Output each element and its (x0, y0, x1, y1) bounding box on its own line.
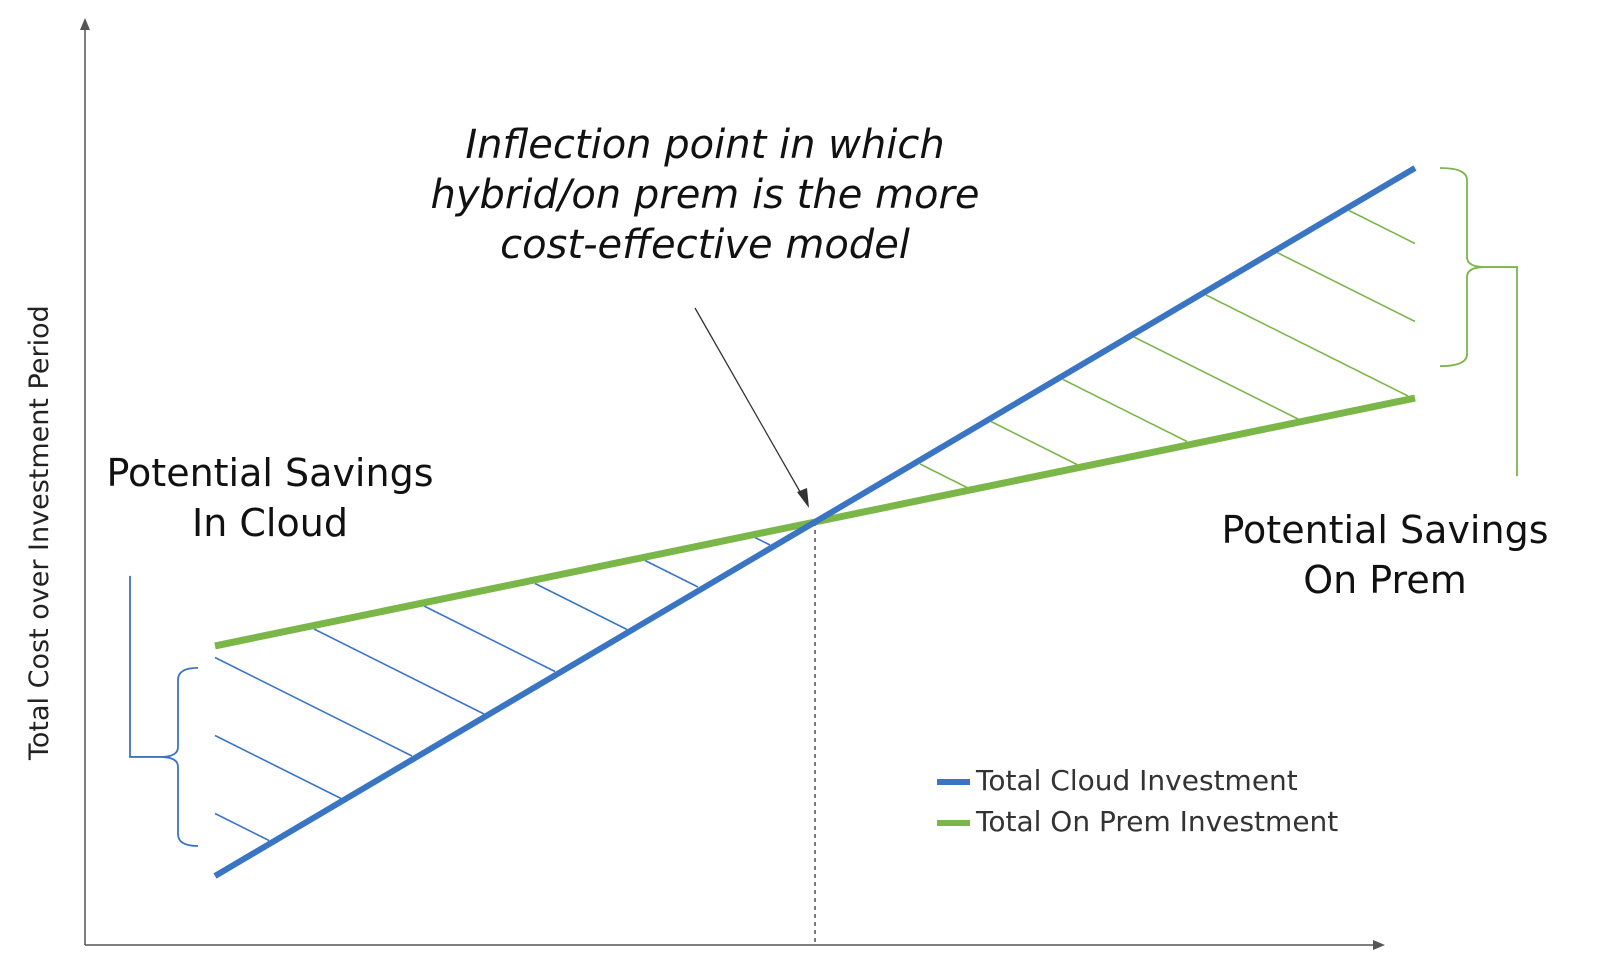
legend-label-0: Total Cloud Investment (976, 764, 1298, 797)
hatch-line-left (214, 734, 342, 800)
hatch-line-left (214, 812, 270, 842)
hatch-line-left (423, 605, 556, 673)
savings-cloud-label: Potential Savings In Cloud (106, 451, 434, 545)
hatch-line-right (1205, 294, 1409, 397)
hatch-line-right (919, 463, 968, 489)
legend-label-1: Total On Prem Investment (976, 805, 1339, 838)
hatch-line-right (1062, 378, 1188, 443)
hatch-line-left (313, 628, 485, 715)
hatch-line-right (1133, 336, 1299, 420)
hatch-line-right (990, 420, 1078, 466)
hatch-line-left (534, 582, 628, 631)
x-axis-arrow (1373, 940, 1385, 950)
hatch-line-left (644, 559, 699, 588)
hatch-line-left (754, 536, 771, 546)
inflection-callout: Inflection point in which hybrid/on prem… (430, 122, 980, 268)
hatch-line-right (1348, 209, 1416, 245)
brace-cloud-savings (159, 667, 199, 847)
callout-arrow-head (797, 488, 809, 508)
brace-cloud-leader (129, 575, 160, 758)
hatch-line-right (1276, 251, 1416, 323)
savings-onprem-label: Potential Savings On Prem (1221, 508, 1549, 602)
series-line-cloud (213, 165, 1417, 879)
callout-arrow-line (694, 307, 808, 505)
brace-onprem-savings (1439, 167, 1486, 367)
y-axis-arrow (80, 18, 90, 30)
hatch-line-left (214, 656, 413, 757)
brace-onprem-leader (1485, 266, 1518, 477)
y-axis-label: Total Cost over Investment Period (24, 305, 55, 760)
